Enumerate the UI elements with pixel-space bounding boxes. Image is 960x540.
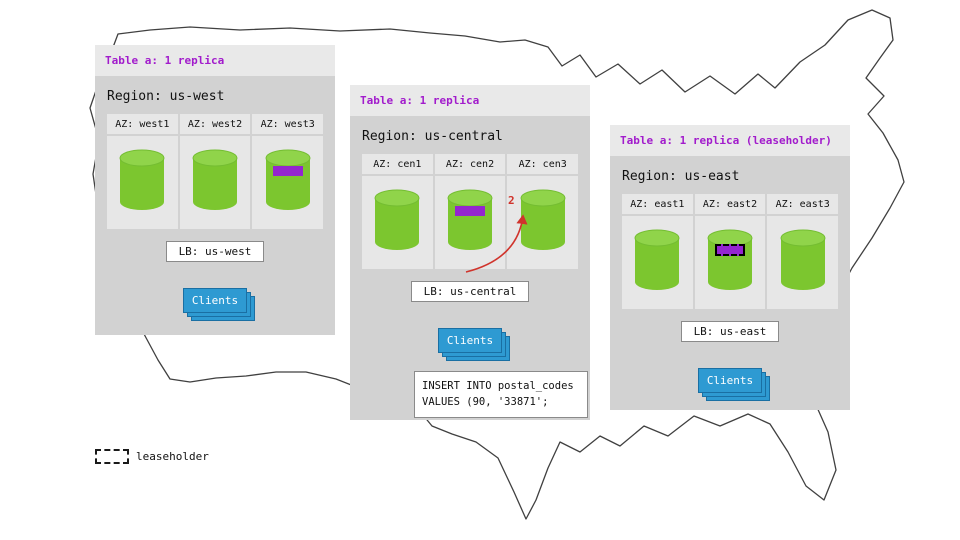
region-title-us-central: Region: us-central: [362, 129, 503, 144]
az-row-us-east: AZ: east1 AZ: east2 AZ: east3: [622, 194, 839, 309]
clients-label: Clients: [698, 368, 762, 393]
az-label: AZ: west2: [179, 114, 251, 136]
az-label: AZ: east2: [694, 194, 766, 216]
replica-cylinder: [780, 229, 826, 295]
database-cylinder-icon: [119, 149, 165, 210]
database-cylinder-icon: [780, 229, 826, 290]
sql-statement-box: INSERT INTO postal_codes VALUES (90, '33…: [414, 371, 588, 418]
region-panel-us-central: Table a: 1 replica Region: us-central AZ…: [350, 85, 590, 420]
database-cylinder-icon: [634, 229, 680, 290]
az-column-cen2: AZ: cen2: [434, 154, 506, 269]
database-cylinder-icon: [374, 189, 420, 250]
az-label: AZ: west3: [252, 114, 324, 136]
region-panel-us-west: Table a: 1 replica Region: us-west AZ: w…: [95, 45, 335, 335]
region-title-us-east: Region: us-east: [622, 169, 740, 184]
clients-button-us-central[interactable]: Clients: [438, 328, 510, 361]
database-cylinder-icon: [707, 229, 753, 290]
leaseholder-marker: [715, 244, 745, 256]
database-cylinder-icon: [192, 149, 238, 210]
region-title-us-west: Region: us-west: [107, 89, 225, 104]
az-label: AZ: east3: [767, 194, 839, 216]
load-balancer-us-central: LB: us-central: [410, 281, 530, 302]
az-column-west2: AZ: west2: [179, 114, 251, 229]
az-column-cen3: AZ: cen3: [507, 154, 579, 269]
replica-cylinder: [192, 149, 238, 215]
database-cylinder-icon: [520, 189, 566, 250]
az-row-us-central: AZ: cen1 AZ: cen2 AZ: cen3: [362, 154, 579, 269]
database-cylinder-icon: [447, 189, 493, 250]
az-label: AZ: cen3: [507, 154, 579, 176]
replica-cylinder: [707, 229, 753, 295]
az-column-west1: AZ: west1: [107, 114, 178, 229]
az-column-west3: AZ: west3: [252, 114, 324, 229]
table-replica-header-us-east: Table a: 1 replica (leaseholder): [610, 125, 850, 156]
load-balancer-us-west: LB: us-west: [165, 241, 265, 262]
table-replica-header-us-central: Table a: 1 replica: [350, 85, 590, 116]
az-column-east3: AZ: east3: [767, 194, 839, 309]
region-panel-us-east: Table a: 1 replica (leaseholder) Region:…: [610, 125, 850, 410]
replica-cylinder: [520, 189, 566, 255]
az-label: AZ: cen2: [434, 154, 506, 176]
clients-button-us-west[interactable]: Clients: [183, 288, 255, 321]
az-label: AZ: east1: [622, 194, 693, 216]
replica-cylinder: [447, 189, 493, 255]
az-column-cen1: AZ: cen1: [362, 154, 433, 269]
az-label: AZ: west1: [107, 114, 178, 136]
sql-line-2: VALUES (90, '33871';: [422, 396, 549, 409]
replica-cylinder: [634, 229, 680, 295]
clients-label: Clients: [438, 328, 502, 353]
table-replica-header-us-west: Table a: 1 replica: [95, 45, 335, 76]
replica-cylinder: [265, 149, 311, 215]
az-row-us-west: AZ: west1 AZ: west2 AZ: west3: [107, 114, 324, 229]
legend: leaseholder: [95, 449, 209, 464]
az-column-east1: AZ: east1: [622, 194, 693, 309]
load-balancer-us-east: LB: us-east: [680, 321, 780, 342]
database-cylinder-icon: [265, 149, 311, 210]
replica-cylinder: [119, 149, 165, 215]
replica-cylinder: [374, 189, 420, 255]
az-column-east2: AZ: east2: [694, 194, 766, 309]
clients-button-us-east[interactable]: Clients: [698, 368, 770, 401]
leaseholder-legend-label: leaseholder: [136, 450, 209, 463]
clients-label: Clients: [183, 288, 247, 313]
leaseholder-legend-swatch: [95, 449, 129, 464]
replica-marker: [272, 166, 303, 176]
replica-marker: [455, 206, 485, 216]
az-label: AZ: cen1: [362, 154, 433, 176]
sql-line-1: INSERT INTO postal_codes: [422, 380, 574, 392]
